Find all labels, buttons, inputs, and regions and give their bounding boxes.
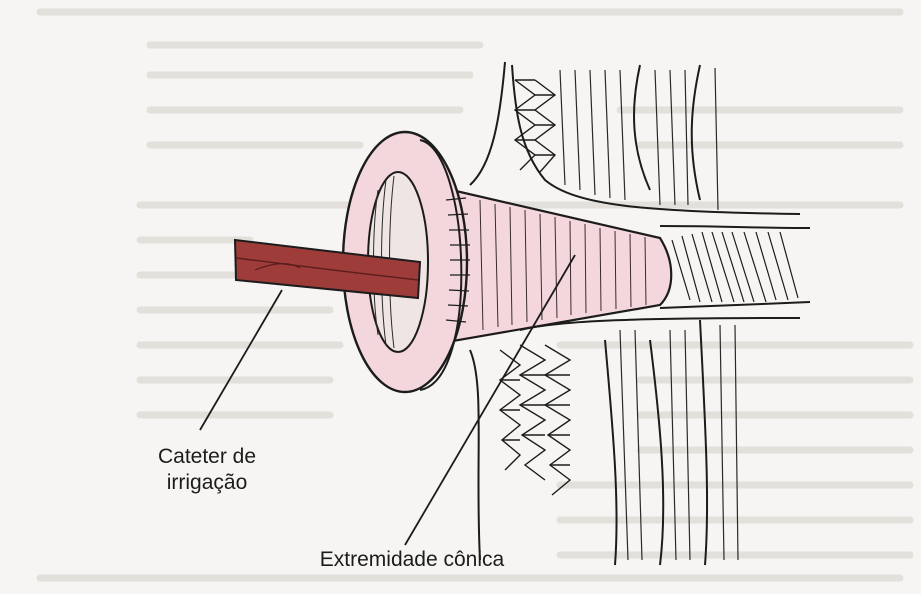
catheter-label-line-2: irrigação xyxy=(122,470,292,496)
catheter-label: Cateter de irrigação xyxy=(122,444,292,496)
catheter-label-line-1: Cateter de xyxy=(122,444,292,470)
conical-tip-label: Extremidade cônica xyxy=(262,547,562,573)
mesh-tissue-lower xyxy=(500,345,570,495)
mesh-tissue-upper xyxy=(515,80,555,172)
lumen-hatching xyxy=(672,232,798,302)
